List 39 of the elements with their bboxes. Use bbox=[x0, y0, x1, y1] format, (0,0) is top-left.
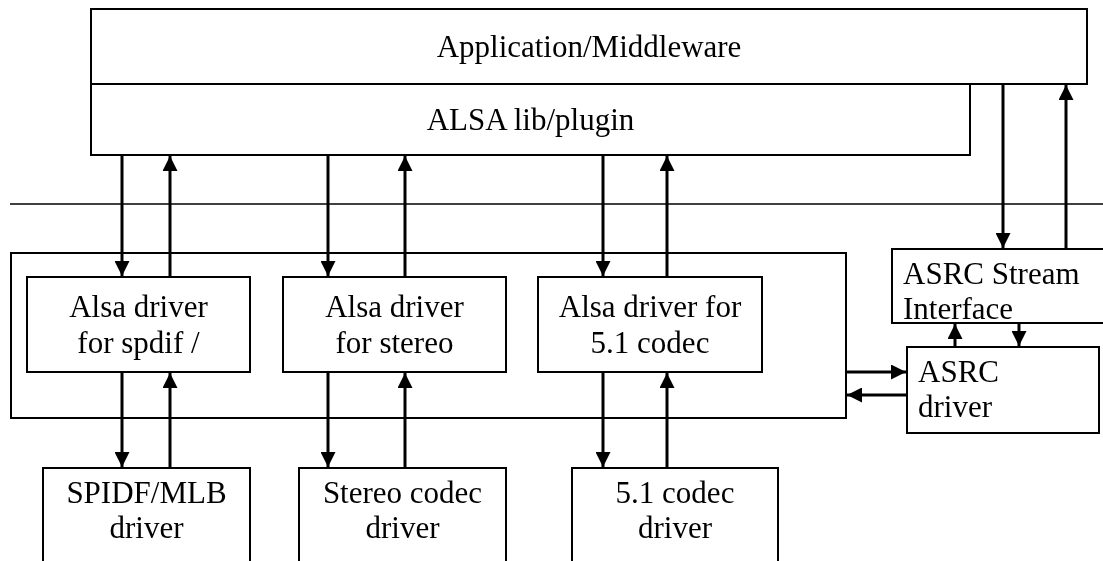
arrow bbox=[397, 373, 413, 467]
arrow bbox=[595, 156, 611, 276]
process-box bbox=[298, 467, 507, 561]
process-box bbox=[90, 83, 971, 156]
process-box bbox=[26, 276, 251, 373]
arrow bbox=[659, 156, 675, 276]
arrow bbox=[162, 373, 178, 467]
box-label: Stereo codec driver bbox=[321, 475, 484, 546]
container-box bbox=[10, 252, 847, 419]
arrow bbox=[1011, 324, 1027, 346]
process-box bbox=[891, 248, 1103, 324]
arrow bbox=[1058, 85, 1074, 248]
arrow bbox=[659, 373, 675, 467]
box-label: ASRC Stream Interface bbox=[903, 256, 1081, 327]
process-box bbox=[42, 467, 251, 561]
arrow bbox=[162, 156, 178, 276]
box-label: 5.1 codec driver bbox=[614, 475, 736, 546]
box-label: SPIDF/MLB driver bbox=[65, 475, 228, 546]
arrow bbox=[114, 373, 130, 467]
arrow bbox=[320, 156, 336, 276]
arrow bbox=[320, 373, 336, 467]
process-box bbox=[537, 276, 763, 373]
arrow bbox=[114, 156, 130, 276]
process-box bbox=[906, 346, 1100, 434]
arrow bbox=[947, 324, 963, 346]
process-box bbox=[571, 467, 779, 561]
process-box bbox=[282, 276, 507, 373]
box-label: Alsa driver for 5.1 codec bbox=[557, 289, 743, 360]
box-label: Alsa driver for spdif / bbox=[68, 289, 209, 360]
arrow bbox=[995, 85, 1011, 248]
process-box bbox=[90, 8, 1088, 85]
arrow bbox=[595, 373, 611, 467]
box-label: ALSA lib/plugin bbox=[426, 102, 635, 137]
arrow bbox=[397, 156, 413, 276]
arrow bbox=[847, 387, 906, 403]
box-label: ASRC driver bbox=[918, 354, 1000, 425]
box-label: Application/Middleware bbox=[436, 29, 742, 64]
arrow bbox=[847, 364, 906, 380]
box-label: Alsa driver for stereo bbox=[324, 289, 465, 360]
